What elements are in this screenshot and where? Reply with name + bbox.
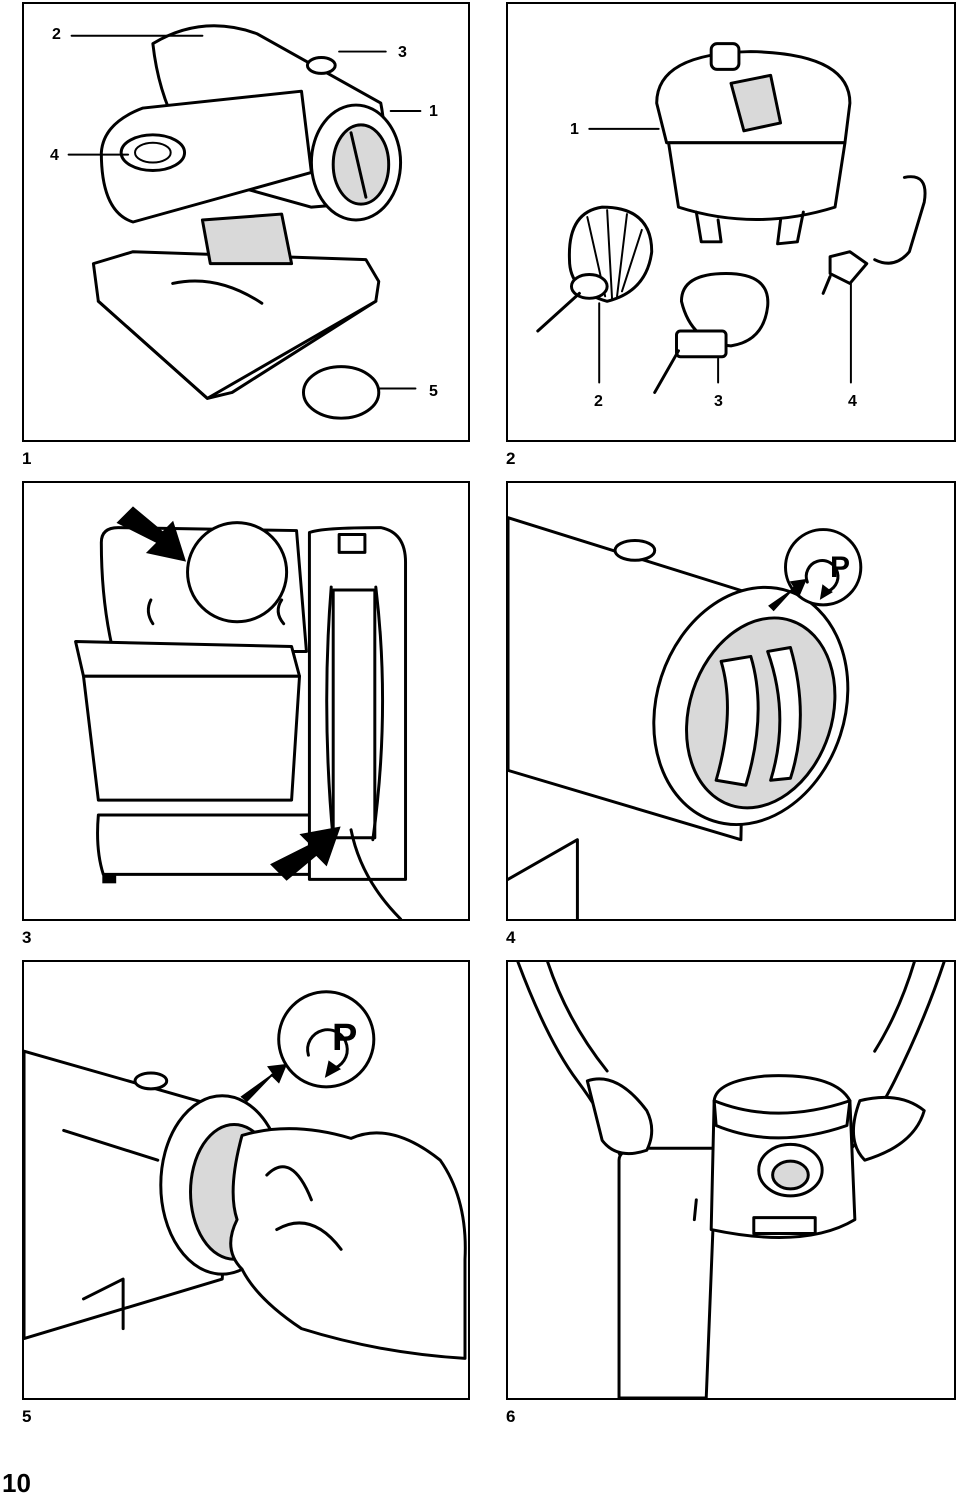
mixer-overview-illustration: [67, 24, 422, 420]
turn-dial-hand-illustration: [24, 990, 467, 1360]
figure-1-panel: 2 3 1 4 5: [22, 2, 470, 442]
pulse-symbol-label: P: [332, 1017, 358, 1059]
figure-5-number: 5: [22, 1407, 32, 1426]
callout-1: 1: [429, 103, 438, 120]
pulse-symbol-label: P: [830, 551, 851, 584]
bowl-and-tools-illustration: [536, 42, 927, 394]
figure-5-panel: P: [22, 960, 470, 1400]
figure-2-number: 2: [506, 449, 516, 468]
figure-3-panel: [22, 481, 470, 921]
figure-6-number: 6: [506, 1407, 516, 1426]
figure-3-number: 3: [22, 928, 32, 947]
callout-4: 4: [848, 393, 857, 410]
callout-3: 3: [714, 393, 723, 410]
callout-2: 2: [52, 26, 61, 43]
speed-dial-illustration: [508, 516, 863, 919]
figure-2-panel: 1 2 3 4: [506, 2, 956, 442]
figure-1-number: 1: [22, 449, 32, 468]
callout-4: 4: [50, 147, 59, 164]
figure-6-panel: [506, 960, 956, 1400]
callout-5: 5: [429, 383, 438, 400]
callout-3: 3: [398, 44, 407, 61]
figure-4-number: 4: [506, 928, 516, 947]
page-number: 10: [2, 1468, 31, 1498]
callout-1: 1: [570, 121, 579, 138]
lift-motor-head-illustration: [516, 962, 946, 1398]
callout-2: 2: [594, 393, 603, 410]
figure-4-panel: P: [506, 481, 956, 921]
mixer-side-view-illustration: [74, 506, 408, 919]
